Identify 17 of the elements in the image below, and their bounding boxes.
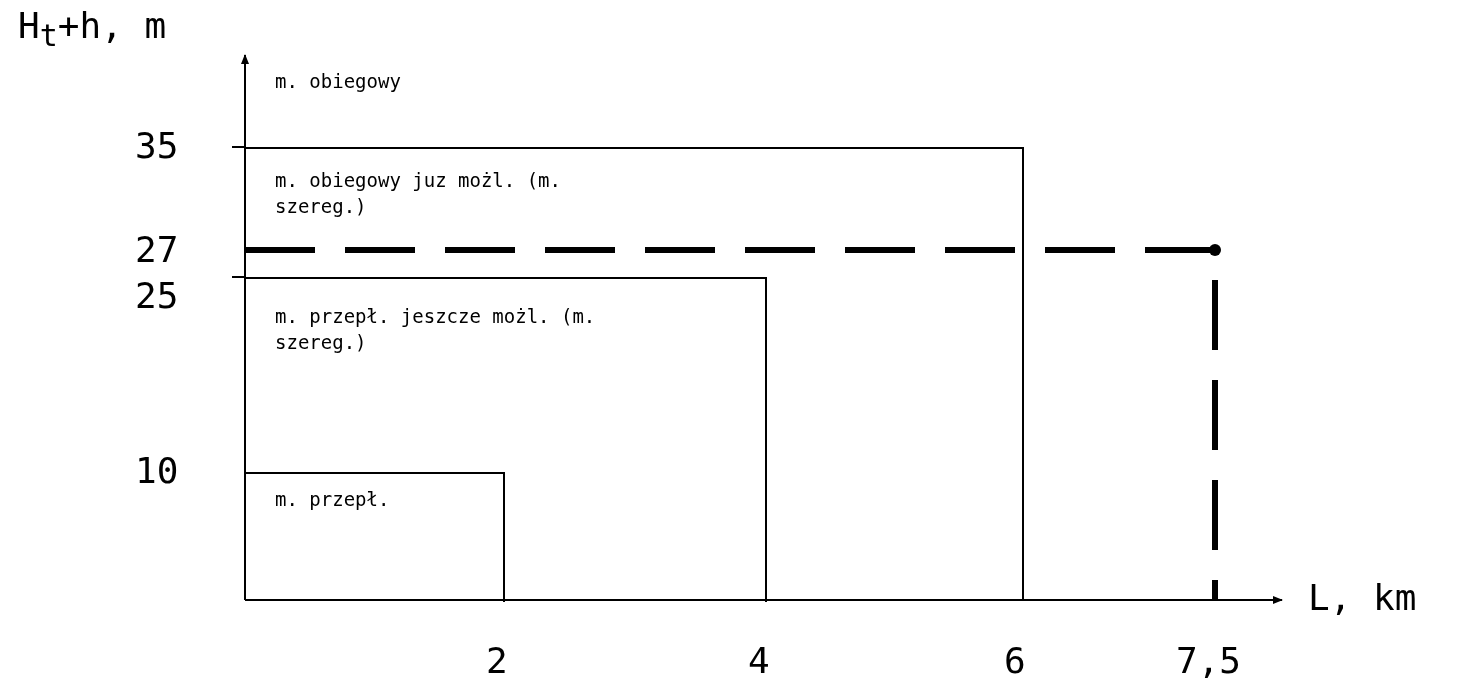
tick-label: 4 <box>748 643 770 679</box>
region-box <box>245 147 1024 601</box>
tick-label: 6 <box>1004 643 1026 679</box>
region-label: m. obiegowy juz możl. (m. szereg.) <box>275 168 562 219</box>
tick-label: 7,5 <box>1176 643 1242 679</box>
tick-label: 10 <box>135 453 179 489</box>
tick-label: 2 <box>486 643 508 679</box>
region-label: m. przepł. jeszcze możl. (m. szereg.) <box>275 304 597 355</box>
tick-label: 35 <box>135 128 179 164</box>
tick-label: 25 <box>135 278 179 314</box>
region-label: m. obiegowy <box>275 72 401 91</box>
region-label: m. przepł. <box>275 487 391 512</box>
axis-title: L, km <box>1308 580 1417 616</box>
tick-label: 27 <box>135 232 179 268</box>
axis-title: H$_{t}$+h, m <box>18 8 167 52</box>
region-box <box>245 472 505 602</box>
region-box <box>245 277 767 602</box>
